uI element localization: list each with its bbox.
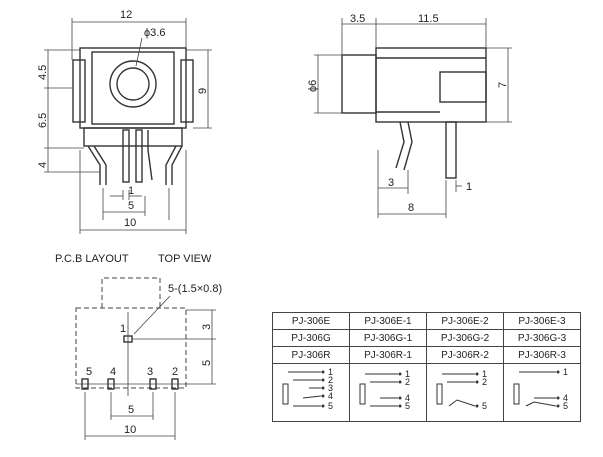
table-cell: PJ-306G-1 xyxy=(349,329,427,347)
table-cell: PJ-306R xyxy=(272,346,350,364)
front-body-outline xyxy=(79,47,187,129)
front-hole xyxy=(116,67,150,101)
pcb-view-label: TOP VIEW xyxy=(158,253,212,265)
table-row: PJ-306R PJ-306R-1 PJ-306R-2 PJ-306R-3 xyxy=(272,346,581,364)
pcb-pad-3-label: 3 xyxy=(147,366,153,378)
pcb-dim-width: 10 xyxy=(124,424,136,436)
schematic-1: 1 2 3 4 5 xyxy=(282,367,333,411)
front-pin-left xyxy=(87,145,101,185)
side-pin-front-edge xyxy=(403,121,413,171)
schematic-cell-1: 1 2 3 4 5 xyxy=(272,363,350,422)
front-left-flange xyxy=(72,59,86,123)
table-cell: PJ-306G xyxy=(272,329,350,347)
front-pin-right-edge xyxy=(171,145,183,185)
dim-front-left-mid: 6.5 xyxy=(37,113,49,128)
schematic-row: 1 2 3 4 5 1 2 4 5 xyxy=(272,363,581,422)
pcb-title: P.C.B LAYOUT xyxy=(55,253,129,265)
pcb-dim-right-top: 3 xyxy=(201,324,213,330)
side-front-barrel xyxy=(341,54,377,114)
table-cell: PJ-306G-3 xyxy=(503,329,581,347)
schematic-pin: 5 xyxy=(563,401,568,411)
side-pin-front xyxy=(395,121,405,169)
dim-side-front: 3.5 xyxy=(350,13,365,25)
table-cell: PJ-306E-2 xyxy=(426,312,504,330)
front-pin-left-edge xyxy=(93,145,107,185)
schematic-cell-3: 1 2 5 xyxy=(426,363,504,422)
schematic-pin: 4 xyxy=(563,393,568,403)
parts-table: PJ-306E PJ-306E-1 PJ-306E-2 PJ-306E-3 PJ… xyxy=(272,312,581,422)
table-cell: PJ-306E xyxy=(272,312,350,330)
pcb-body-outline xyxy=(75,307,187,389)
dim-side-pin-offset: 3 xyxy=(388,177,394,189)
pcb-pad-5-label: 5 xyxy=(86,366,92,378)
table-cell: PJ-306E-3 xyxy=(503,312,581,330)
table-row: PJ-306G PJ-306G-1 PJ-306G-2 PJ-306G-3 xyxy=(272,329,581,347)
pcb-pad-1-label: 1 xyxy=(120,323,126,335)
pcb-dim-right-mid: 5 xyxy=(201,360,213,366)
dim-side-body: 11.5 xyxy=(418,13,439,25)
schematic-cell-4: 1 4 5 xyxy=(503,363,581,422)
schematic-pin: 5 xyxy=(482,401,487,411)
pcb-pad-2-label: 2 xyxy=(172,366,178,378)
schematic-pin: 2 xyxy=(328,375,333,385)
table-cell: PJ-306R-1 xyxy=(349,346,427,364)
front-outer-circle xyxy=(109,60,157,108)
schematic-3: 1 2 5 xyxy=(436,369,487,411)
schematic-pin: 4 xyxy=(328,391,333,401)
schematic-pin: 1 xyxy=(563,367,568,377)
pcb-pad-4-label: 4 xyxy=(110,366,116,378)
side-body xyxy=(375,47,487,123)
dim-front-left-top: 4.5 xyxy=(37,65,49,80)
pcb-pad-note: 5-(1.5×0.8) xyxy=(168,283,222,295)
front-right-flange xyxy=(180,59,194,123)
pcb-layout: P.C.B LAYOUT TOP VIEW 5-(1.5×0.8) 1 5 4 … xyxy=(55,253,222,440)
dim-side-pin-width: 1 xyxy=(466,181,472,193)
dim-front-pin-width: 1 xyxy=(128,185,134,197)
schematic-pin: 1 xyxy=(482,369,487,379)
dim-side-height: 7 xyxy=(497,82,509,88)
schematic-pin: 2 xyxy=(405,377,410,387)
dim-front-width: 12 xyxy=(120,9,132,21)
dim-side-diameter: ϕ6 xyxy=(307,80,319,92)
table-cell: PJ-306E-1 xyxy=(349,312,427,330)
table-row: PJ-306E PJ-306E-1 PJ-306E-2 PJ-306E-3 xyxy=(272,312,581,330)
schematic-cell-2: 1 2 4 5 xyxy=(349,363,427,422)
dim-front-base: 10 xyxy=(124,217,136,229)
side-pin-rear xyxy=(445,121,457,179)
pcb-front-outline xyxy=(101,277,161,308)
pcb-dim-pitch: 5 xyxy=(128,404,134,416)
schematic-pin: 5 xyxy=(328,401,333,411)
front-pin-center xyxy=(122,129,130,183)
front-face xyxy=(91,51,175,125)
front-pin-right xyxy=(165,145,177,185)
table-cell: PJ-306G-2 xyxy=(426,329,504,347)
front-view: 12 ϕ3.6 4.5 6.5 4 9 1 5 10 xyxy=(37,9,212,234)
front-pin-center-2 xyxy=(135,129,143,183)
dim-front-hole: ϕ3.6 xyxy=(144,27,165,39)
schematic-pin: 2 xyxy=(482,377,487,387)
schematic-pin: 5 xyxy=(405,401,410,411)
dim-front-right: 9 xyxy=(197,88,209,94)
front-lower-body xyxy=(83,127,183,147)
schematic-4: 1 4 5 xyxy=(513,367,568,411)
schematic-pin: 1 xyxy=(405,369,410,379)
side-rear-step xyxy=(439,71,487,103)
dim-front-left-bot: 4 xyxy=(37,162,49,168)
dim-side-depth: 8 xyxy=(408,202,414,214)
table-cell: PJ-306R-2 xyxy=(426,346,504,364)
table-cell: PJ-306R-3 xyxy=(503,346,581,364)
schematic-2: 1 2 4 5 xyxy=(359,369,410,411)
front-pin-r1 xyxy=(147,130,153,181)
dim-front-pin-pitch: 5 xyxy=(128,200,134,212)
schematic-pin: 4 xyxy=(405,393,410,403)
schematic-pin: 1 xyxy=(328,367,333,377)
side-view: 3.5 11.5 ϕ6 7 3 1 8 xyxy=(307,13,512,218)
schematic-pin: 3 xyxy=(328,383,333,393)
